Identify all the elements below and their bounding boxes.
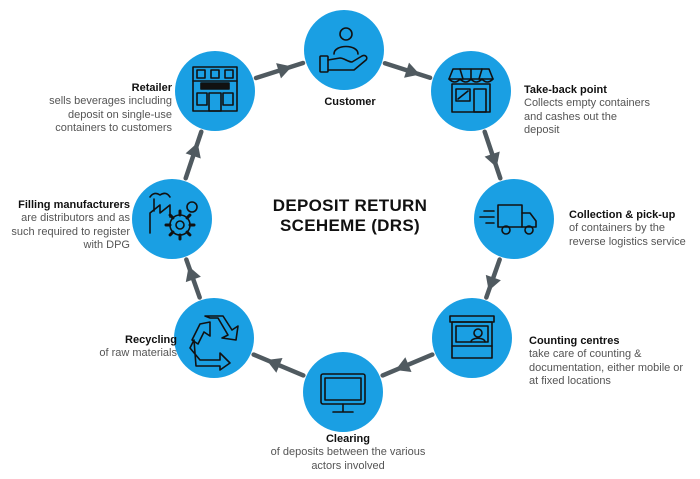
cycle-arrow (253, 60, 306, 81)
cycle-arrow (183, 129, 204, 181)
diagram-title: DEPOSIT RETURN SCEHEME (DRS) (250, 196, 450, 236)
stage-node-recycling (174, 298, 254, 378)
stage-title-collection: Collection & pick-up (569, 209, 676, 221)
hand-person-icon (319, 27, 368, 73)
stage-title-clearing: Clearing (325, 433, 370, 445)
diagram-title-line-2: SCEHEME (DRS) (280, 216, 420, 235)
stage-label-retailer: Retailer sells beverages including depos… (30, 82, 172, 136)
stage-label-customer: Customer (290, 96, 410, 109)
shop-building-icon (192, 66, 238, 112)
stage-title-retailer: Retailer (131, 82, 172, 94)
stage-label-counting: Counting centres take care of counting &… (529, 335, 684, 389)
stage-node-clearing (303, 352, 383, 432)
stage-circle-clearing (303, 352, 383, 432)
stage-label-filling: Filling manufacturers are distributors a… (8, 199, 130, 253)
stage-title-counting: Counting centres (529, 335, 620, 347)
stage-circle-recycling (174, 298, 254, 378)
stage-circle-take-back (431, 51, 511, 131)
stage-title-take-back: Take-back point (524, 84, 607, 96)
stage-circle-customer (304, 10, 384, 90)
stage-circle-collection (474, 179, 554, 259)
stage-node-retailer (175, 51, 255, 131)
stage-circle-counting (432, 298, 512, 378)
stage-desc-retailer: sells beverages including deposit on sin… (49, 95, 172, 135)
cycle-arrow (380, 352, 435, 378)
recycle-icon (189, 315, 239, 371)
stage-title-recycling: Recycling (125, 334, 177, 346)
diagram-title-line-1: DEPOSIT RETURN (272, 196, 428, 215)
stage-label-collection: Collection & pick-up of containers by th… (569, 209, 687, 249)
shop-front-icon (448, 68, 494, 113)
stage-title-customer: Customer (324, 96, 376, 108)
stage-title-filling: Filling manufacturers (18, 199, 130, 211)
stage-node-customer (304, 10, 384, 90)
cycle-nodes (132, 10, 554, 432)
stage-label-recycling: Recycling of raw materials (60, 334, 177, 361)
cycle-arrow (482, 129, 503, 181)
cycle-arrow (251, 352, 306, 378)
cycle-arrow (484, 257, 502, 300)
stage-label-clearing: Clearing of deposits between the various… (263, 433, 433, 473)
stage-desc-counting: take care of counting & documentation, e… (529, 348, 684, 388)
stage-desc-collection: of containers by the reverse logistics s… (569, 222, 686, 248)
counter-kiosk-icon (449, 315, 495, 359)
stage-desc-recycling: of raw materials (99, 347, 177, 360)
stage-circle-retailer (175, 51, 255, 131)
factory-gear-icon (149, 192, 198, 241)
stage-desc-clearing: of deposits between the various actors i… (270, 446, 426, 472)
stage-node-filling (132, 179, 212, 259)
cycle-arrows (183, 60, 503, 378)
stage-node-take-back (431, 51, 511, 131)
stage-node-counting (432, 298, 512, 378)
stage-label-take-back: Take-back point Collects empty container… (524, 84, 654, 138)
stage-desc-take-back: Collects empty containers and cashes out… (524, 97, 650, 137)
cycle-arrow (184, 257, 202, 300)
stage-node-collection (474, 179, 554, 259)
monitor-icon (320, 373, 366, 413)
cycle-arrow (382, 60, 433, 81)
stage-desc-filling: are distributors and as such required to… (11, 212, 130, 252)
delivery-truck-icon (479, 204, 537, 235)
